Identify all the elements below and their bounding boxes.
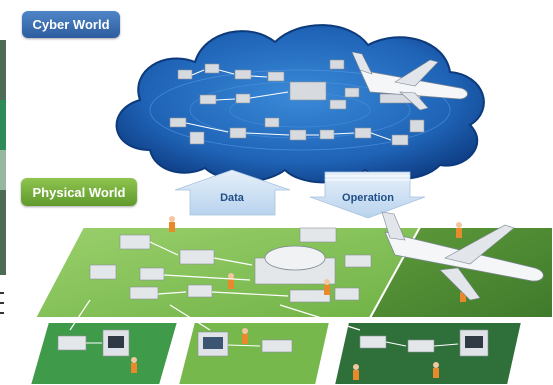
aircraft-icon bbox=[351, 51, 468, 111]
machine-icon bbox=[407, 339, 435, 353]
cyber-equipment bbox=[169, 59, 425, 146]
machine-icon bbox=[289, 81, 327, 101]
machine-icon bbox=[267, 71, 285, 82]
machine-icon bbox=[177, 69, 193, 80]
machine-icon bbox=[261, 339, 293, 353]
cyber-arrows bbox=[185, 69, 392, 141]
aircraft-icon bbox=[381, 211, 544, 301]
machine-icon bbox=[391, 134, 409, 146]
machine-icon bbox=[102, 329, 130, 357]
connector-arrows bbox=[69, 299, 361, 331]
machine-icon bbox=[89, 264, 117, 280]
left-edge-marks bbox=[0, 292, 4, 314]
machine-icon bbox=[354, 127, 372, 139]
data-arrow bbox=[174, 169, 291, 216]
lower-panel-2 bbox=[176, 321, 332, 385]
machine-icon bbox=[344, 254, 372, 268]
cyber-cloud bbox=[115, 24, 485, 184]
data-arrow-label: Data bbox=[220, 192, 244, 204]
machine-icon bbox=[264, 117, 280, 128]
machine-icon bbox=[334, 287, 360, 301]
machine-icon bbox=[129, 286, 159, 300]
machine-icon bbox=[235, 93, 251, 104]
conveyor-icon bbox=[264, 245, 326, 271]
machine-icon bbox=[199, 94, 217, 105]
cyber-world-label: Cyber World bbox=[22, 11, 120, 38]
machine-icon bbox=[57, 335, 87, 351]
worker-icon bbox=[131, 328, 439, 380]
machine-icon bbox=[229, 127, 247, 139]
machine-icon bbox=[319, 129, 335, 140]
lower-panel-1 bbox=[28, 321, 180, 385]
machine-icon bbox=[189, 131, 205, 145]
machine-icon bbox=[204, 63, 220, 74]
physical-world-label: Physical World bbox=[21, 178, 137, 206]
machine-icon bbox=[329, 59, 345, 70]
lower-panel-3 bbox=[332, 321, 524, 385]
operation-arrow-label: Operation bbox=[342, 192, 394, 204]
machine-icon bbox=[359, 335, 387, 349]
physical-flow-arrows bbox=[149, 241, 289, 297]
left-photo-strip bbox=[0, 40, 6, 275]
machine-icon bbox=[289, 129, 307, 141]
machine-icon bbox=[409, 119, 425, 133]
machine-icon bbox=[179, 249, 215, 265]
machine-icon bbox=[329, 99, 347, 110]
machine-icon bbox=[169, 117, 187, 128]
machine-icon bbox=[299, 227, 337, 243]
machine-icon bbox=[234, 69, 252, 80]
machine-icon bbox=[119, 234, 151, 250]
machine-icon bbox=[187, 284, 213, 298]
operation-arrow bbox=[309, 171, 426, 219]
machine-icon bbox=[139, 267, 165, 281]
machine-icon bbox=[289, 289, 331, 303]
machine-icon bbox=[344, 87, 360, 98]
